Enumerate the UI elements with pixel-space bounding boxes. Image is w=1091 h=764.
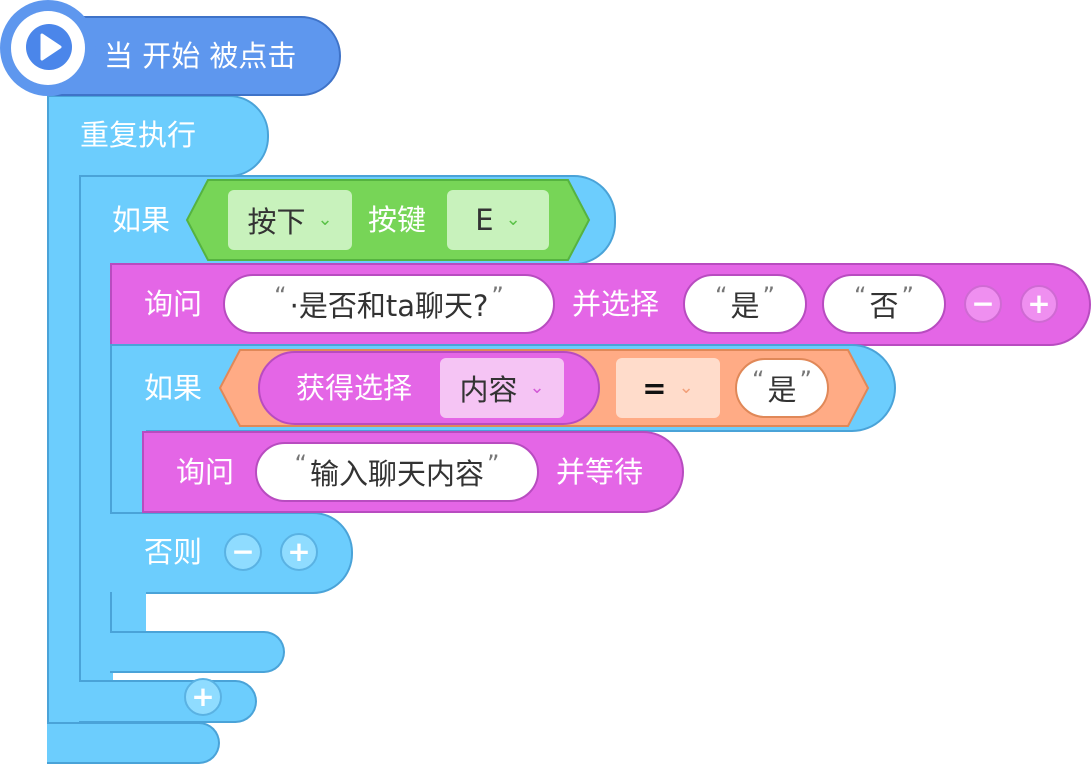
- compare-value-input[interactable]: “ 是 ”: [735, 358, 829, 418]
- if-else-foot: [110, 631, 285, 673]
- quote-open: “: [274, 282, 287, 310]
- compare-value-text: 是: [767, 373, 797, 407]
- plus-icon: +: [191, 680, 215, 713]
- if-key-foot: [79, 680, 257, 723]
- if-key-arm: [79, 250, 113, 723]
- key-label: 按键: [368, 203, 427, 237]
- chevron-down-icon: ⌄: [505, 209, 521, 230]
- remove-else-button[interactable]: −: [224, 533, 262, 571]
- option-input-no[interactable]: “ 否 ”: [822, 274, 946, 334]
- chevron-down-icon: ⌄: [678, 377, 694, 398]
- question-input[interactable]: “ ·是否和ta聊天? ”: [223, 274, 555, 334]
- operator-dropdown[interactable]: = ⌄: [616, 358, 720, 418]
- prompt-input[interactable]: “ 输入聊天内容 ”: [255, 442, 539, 502]
- forever-block[interactable]: [47, 95, 269, 177]
- quote-close: ”: [491, 282, 504, 310]
- forever-arm: [47, 160, 81, 763]
- add-branch-button[interactable]: +: [184, 678, 222, 716]
- wait-label: 并等待: [556, 455, 644, 489]
- remove-option-button[interactable]: −: [964, 285, 1002, 323]
- plus-icon: +: [287, 535, 311, 568]
- prompt-text: 输入聊天内容: [309, 457, 484, 491]
- hat-label: 当 开始 被点击: [104, 39, 297, 73]
- ask-wait-label: 询问: [176, 455, 235, 489]
- ask-label: 询问: [144, 287, 203, 321]
- option-no-text: 否: [869, 289, 899, 323]
- option-yes-text: 是: [730, 289, 760, 323]
- add-else-if-button[interactable]: +: [280, 533, 318, 571]
- option-input-yes[interactable]: “ 是 ”: [683, 274, 807, 334]
- else-label: 否则: [144, 535, 203, 569]
- minus-icon: −: [971, 287, 995, 320]
- choice-property-dropdown[interactable]: 内容 ⌄: [440, 358, 564, 418]
- choose-label: 并选择: [572, 287, 660, 321]
- key-action-value: 按下: [247, 205, 306, 239]
- chevron-down-icon: ⌄: [529, 377, 545, 398]
- question-text: ·是否和ta聊天?: [289, 289, 489, 323]
- operator-value: =: [642, 371, 667, 405]
- key-action-dropdown[interactable]: 按下 ⌄: [228, 190, 352, 250]
- add-option-button[interactable]: +: [1020, 285, 1058, 323]
- plus-icon: +: [1027, 287, 1051, 320]
- key-select-value: E: [475, 203, 494, 237]
- play-icon[interactable]: [0, 0, 96, 96]
- get-choice-label: 获得选择: [296, 371, 413, 405]
- forever-label: 重复执行: [80, 118, 197, 152]
- minus-icon: −: [231, 535, 255, 568]
- choice-property-value: 内容: [459, 373, 518, 407]
- else-empty-slot: [110, 592, 146, 634]
- key-select-dropdown[interactable]: E ⌄: [447, 190, 549, 250]
- forever-foot: [47, 722, 220, 764]
- chevron-down-icon: ⌄: [317, 209, 333, 230]
- if2-label: 如果: [144, 371, 203, 405]
- if-label: 如果: [112, 203, 171, 237]
